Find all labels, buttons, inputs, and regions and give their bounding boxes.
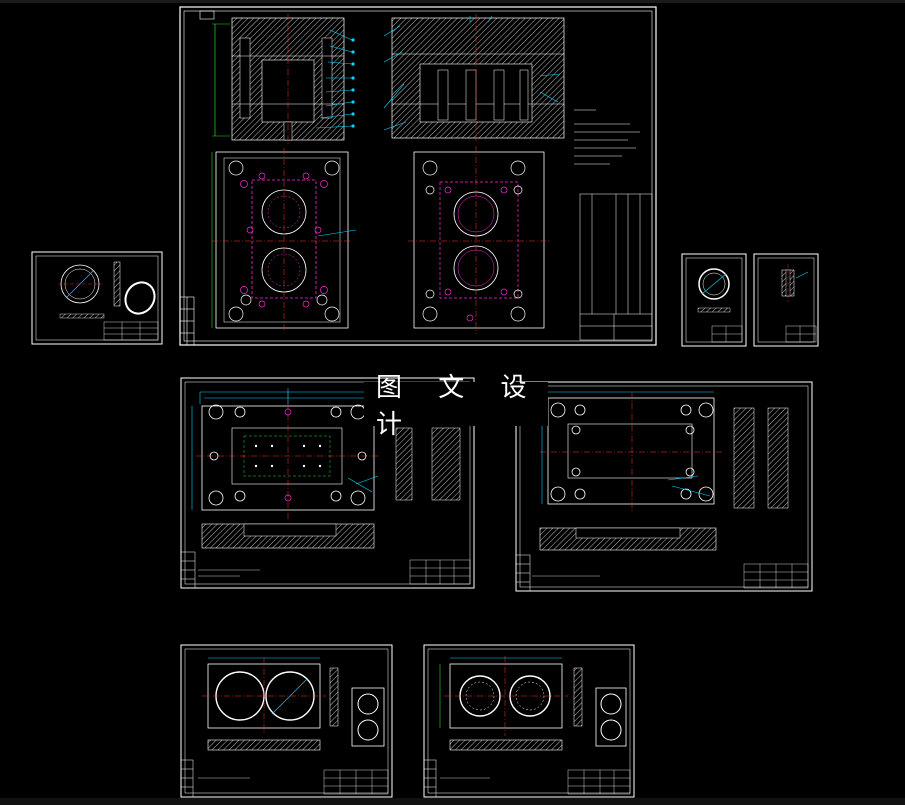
assembly-drawing [179,6,657,346]
round-plate-drawing [681,253,747,347]
ring-part-drawing [31,251,163,345]
watermark-text: 图 文 设 计 [364,373,548,440]
top-toolbar-strip [0,0,905,3]
bushing-drawing [753,253,819,347]
assembly-plan-left [211,148,357,332]
status-bar-strip [0,798,905,805]
cavity-insert-drawing [180,644,393,798]
assembly-notes [574,109,640,165]
assembly-section-side [383,14,565,142]
assembly-section-front [212,14,355,145]
assembly-plan-right [408,146,550,334]
fixed-plate-drawing [180,377,475,589]
core-insert-drawing [423,644,635,798]
bill-of-materials-table [579,193,653,341]
moving-plate-drawing [515,381,813,592]
